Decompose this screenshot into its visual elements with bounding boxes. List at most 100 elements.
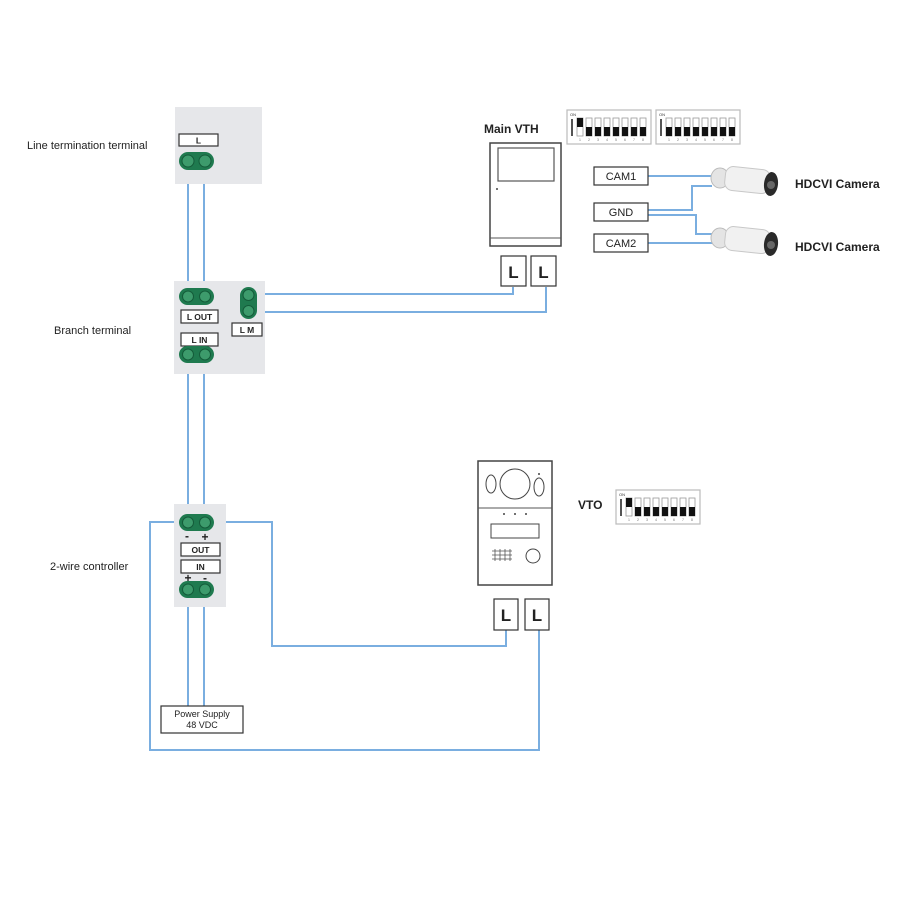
dip-switch-8[interactable]: 8 — [639, 117, 647, 142]
vto-call-button[interactable] — [525, 548, 541, 564]
two-wire-controller: 2-wire controller - + OUT IN + - — [50, 504, 226, 607]
dip-number: 6 — [713, 138, 715, 142]
power-supply-line2: 48 VDC — [186, 720, 218, 730]
dip-switch-4[interactable]: 4 — [603, 117, 611, 142]
dip-switch-3[interactable]: 3 — [683, 117, 691, 142]
dip-switch-6[interactable]: 6 — [670, 497, 678, 522]
vth-device — [489, 142, 562, 247]
dip-switch-3[interactable]: 3 — [643, 497, 651, 522]
dip-switch-4[interactable]: 4 — [652, 497, 660, 522]
dip-switch-8[interactable]: 8 — [688, 497, 696, 522]
screw-terminal-in[interactable] — [179, 581, 214, 598]
dip-number: 2 — [677, 138, 679, 142]
vth-l1-text: L — [508, 263, 518, 282]
dip-switch-5[interactable]: 5 — [612, 117, 620, 142]
dip-switch-6[interactable]: 6 — [710, 117, 718, 142]
dip-number: 4 — [695, 138, 697, 142]
out-label-box — [180, 542, 221, 557]
dip-switch-2[interactable]: 2 — [585, 117, 593, 142]
dip-number: 6 — [624, 138, 626, 142]
dip-number: 1 — [579, 138, 581, 142]
dip-number: 3 — [686, 138, 688, 142]
dip-on-label: ON — [659, 112, 665, 117]
terminal-label-in: IN — [196, 562, 205, 572]
dip-on-label: ON — [619, 492, 625, 497]
wire-lm-vth-2 — [248, 287, 547, 313]
dip-number: 1 — [628, 518, 630, 522]
dip-switch-7[interactable]: 7 — [679, 497, 687, 522]
vto-l1-text: L — [501, 606, 511, 625]
dip-number: 1 — [668, 138, 670, 142]
terminal-label-box — [178, 133, 219, 147]
screw-terminal-out[interactable] — [179, 514, 214, 531]
hdcvi-camera-1: HDCVI Camera — [710, 166, 880, 196]
gnd-port-label: GND — [609, 207, 634, 219]
wire-lm-vth-1 — [248, 287, 514, 295]
dip-number: 4 — [606, 138, 608, 142]
terminal-label-lin: L IN — [192, 335, 208, 345]
vto-name-card — [490, 523, 540, 539]
wire-ctl-vto-1 — [149, 521, 540, 751]
dip-number: 8 — [731, 138, 733, 142]
dip-switch-2[interactable]: 2 — [674, 117, 682, 142]
branch-terminal: Branch terminal L OUT L IN L M — [54, 281, 265, 374]
dip-switch-1[interactable]: 1 — [665, 117, 673, 142]
dip-number: 4 — [655, 518, 657, 522]
screw-terminal-lout[interactable] — [179, 288, 214, 305]
vto-l2-text: L — [532, 606, 542, 625]
dip-number: 8 — [642, 138, 644, 142]
dip-switch-7[interactable]: 7 — [719, 117, 727, 142]
dip-switch-6[interactable]: 6 — [621, 117, 629, 142]
cam1-port-label: CAM1 — [606, 171, 637, 183]
dip-switch-7[interactable]: 7 — [630, 117, 638, 142]
dip-number: 6 — [673, 518, 675, 522]
line-termination-terminal: Line termination terminal L — [27, 107, 262, 184]
hdcvi-camera-2: HDCVI Camera — [710, 226, 880, 256]
power-supply-box — [160, 705, 244, 734]
vto-camera-lens-icon — [499, 468, 531, 500]
dip-switch-3[interactable]: 3 — [594, 117, 602, 142]
wires — [149, 168, 712, 751]
lm-label-box — [231, 322, 263, 337]
branch-terminal-label: Branch terminal — [54, 325, 131, 337]
terminal-label-l: L — [196, 136, 201, 146]
vto: VTO L L — [477, 460, 602, 631]
dip-switch-5[interactable]: 5 — [661, 497, 669, 522]
dip-on-label: ON — [570, 112, 576, 117]
dip-switch-5[interactable]: 5 — [701, 117, 709, 142]
in-label-box — [180, 559, 221, 574]
camera-2-label: HDCVI Camera — [795, 240, 880, 254]
dip-switch-1[interactable]: 1 — [576, 117, 584, 142]
screw-terminal-lin[interactable] — [179, 346, 214, 363]
vth-l-terminal-2[interactable] — [530, 255, 557, 287]
main-vth: Main VTH L L — [484, 122, 562, 287]
dip-number: 8 — [691, 518, 693, 522]
dip-switch-1[interactable]: 1 — [625, 497, 633, 522]
dip-switch-8[interactable]: 8 — [728, 117, 736, 142]
in-plus-sign: + — [184, 571, 191, 585]
cam2-port-box — [593, 233, 649, 253]
dip-switch-2[interactable]: 2 — [634, 497, 642, 522]
bullet-camera-icon — [710, 226, 779, 256]
vto-l-terminal-1[interactable] — [493, 598, 519, 631]
power-supply: Power Supply 48 VDC — [160, 705, 244, 734]
vto-l-terminal-2[interactable] — [524, 598, 550, 631]
dip-number: 5 — [704, 138, 706, 142]
screw-terminal-lm[interactable] — [240, 287, 257, 319]
terminal-label-out: OUT — [192, 545, 211, 555]
controller-label: 2-wire controller — [50, 561, 129, 573]
vth-l-terminal-1[interactable] — [500, 255, 527, 287]
dip-switch-4[interactable]: 4 — [692, 117, 700, 142]
wire-ctl-vto-2 — [204, 521, 507, 647]
screw-terminal-block[interactable] — [179, 152, 214, 170]
line-termination-label: Line termination terminal — [27, 140, 147, 152]
wire-gnd-cam1 — [648, 185, 712, 211]
out-plus-sign: + — [201, 530, 208, 544]
dip-indicator-bar — [660, 119, 662, 136]
camera-1-label: HDCVI Camera — [795, 177, 880, 191]
in-minus-sign: - — [203, 571, 207, 585]
